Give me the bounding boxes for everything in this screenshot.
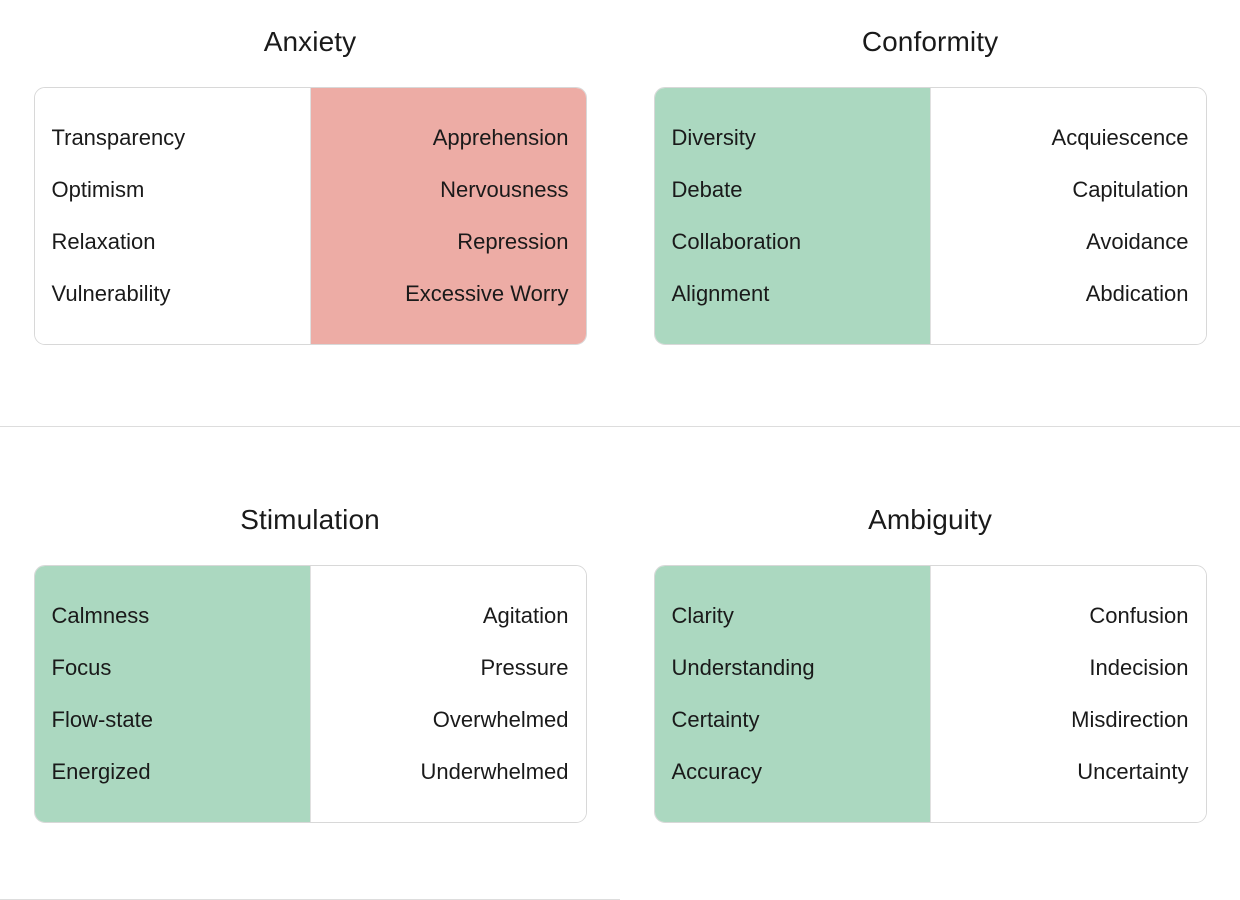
term-item: Focus (51, 655, 112, 680)
term-item: Uncertainty (1077, 759, 1189, 784)
term-item: Accuracy (671, 759, 762, 784)
panel-title: Stimulation (240, 504, 380, 535)
concept-card[interactable]: Diversity Debate Collaboration Alignment… (653, 87, 1207, 345)
term-item: Relaxation (51, 229, 156, 254)
card-half-left[interactable]: Diversity Debate Collaboration Alignment (654, 88, 930, 344)
term-item: Misdirection (1071, 707, 1189, 732)
card-half-right[interactable]: Agitation Pressure Overwhelmed Underwhel… (310, 566, 586, 822)
card-half-right[interactable]: Confusion Indecision Misdirection Uncert… (930, 566, 1206, 822)
concept-section-2: Stimulation Calmness Focus Flow-state En… (0, 503, 1240, 823)
concept-card[interactable]: Calmness Focus Flow-state Energized Agit… (33, 565, 587, 823)
term-item: Flow-state (51, 707, 153, 732)
panel-row-2: Stimulation Calmness Focus Flow-state En… (0, 503, 1240, 823)
term-item: Abdication (1085, 281, 1189, 306)
term-item: Underwhelmed (420, 759, 569, 784)
panel-ambiguity: Ambiguity Clarity Understanding Certaint… (620, 503, 1240, 823)
term-item: Indecision (1089, 655, 1189, 680)
term-item: Understanding (671, 655, 815, 680)
bottom-gap (0, 823, 1240, 831)
term-item: Collaboration (671, 229, 802, 254)
card-half-left[interactable]: Clarity Understanding Certainty Accuracy (654, 566, 930, 822)
card-half-left[interactable]: Transparency Optimism Relaxation Vulnera… (34, 88, 310, 344)
concept-card[interactable]: Clarity Understanding Certainty Accuracy… (653, 565, 1207, 823)
term-item: Calmness (51, 603, 150, 628)
concept-section-1: Anxiety Transparency Optimism Relaxation… (0, 25, 1240, 345)
term-item: Excessive Worry (405, 281, 569, 306)
section-divider (0, 426, 1240, 427)
term-item: Alignment (671, 281, 770, 306)
panel-conformity: Conformity Diversity Debate Collaboratio… (620, 25, 1240, 345)
term-item: Apprehension (432, 125, 569, 150)
term-item: Certainty (671, 707, 760, 732)
panel-title: Ambiguity (868, 504, 992, 535)
term-item: Clarity (671, 603, 734, 628)
term-item: Nervousness (440, 177, 569, 202)
card-half-right[interactable]: Acquiescence Capitulation Avoidance Abdi… (930, 88, 1206, 344)
panel-stimulation: Stimulation Calmness Focus Flow-state En… (0, 503, 620, 823)
section-gap (0, 345, 1240, 426)
panel-anxiety: Anxiety Transparency Optimism Relaxation… (0, 25, 620, 345)
term-item: Vulnerability (51, 281, 171, 306)
card-half-left[interactable]: Calmness Focus Flow-state Energized (34, 566, 310, 822)
panel-row-1: Anxiety Transparency Optimism Relaxation… (0, 25, 1240, 345)
term-item: Transparency (51, 125, 186, 150)
term-item: Debate (671, 177, 743, 202)
term-item: Diversity (671, 125, 756, 150)
term-item: Energized (51, 759, 151, 784)
concept-card[interactable]: Transparency Optimism Relaxation Vulnera… (33, 87, 587, 345)
term-item: Overwhelmed (432, 707, 569, 732)
section-gap (0, 427, 1240, 503)
term-item: Agitation (482, 603, 569, 628)
card-half-right[interactable]: Apprehension Nervousness Repression Exce… (310, 88, 586, 344)
bottom-gap-2 (0, 831, 1240, 899)
panel-title: Anxiety (263, 26, 357, 57)
term-item: Repression (457, 229, 569, 254)
term-item: Avoidance (1086, 229, 1189, 254)
top-spacer (0, 0, 1240, 25)
term-item: Confusion (1089, 603, 1189, 628)
term-item: Capitulation (1072, 177, 1189, 202)
term-item: Acquiescence (1051, 125, 1189, 150)
term-item: Optimism (51, 177, 145, 202)
panel-title: Conformity (861, 26, 999, 57)
term-item: Pressure (480, 655, 569, 680)
